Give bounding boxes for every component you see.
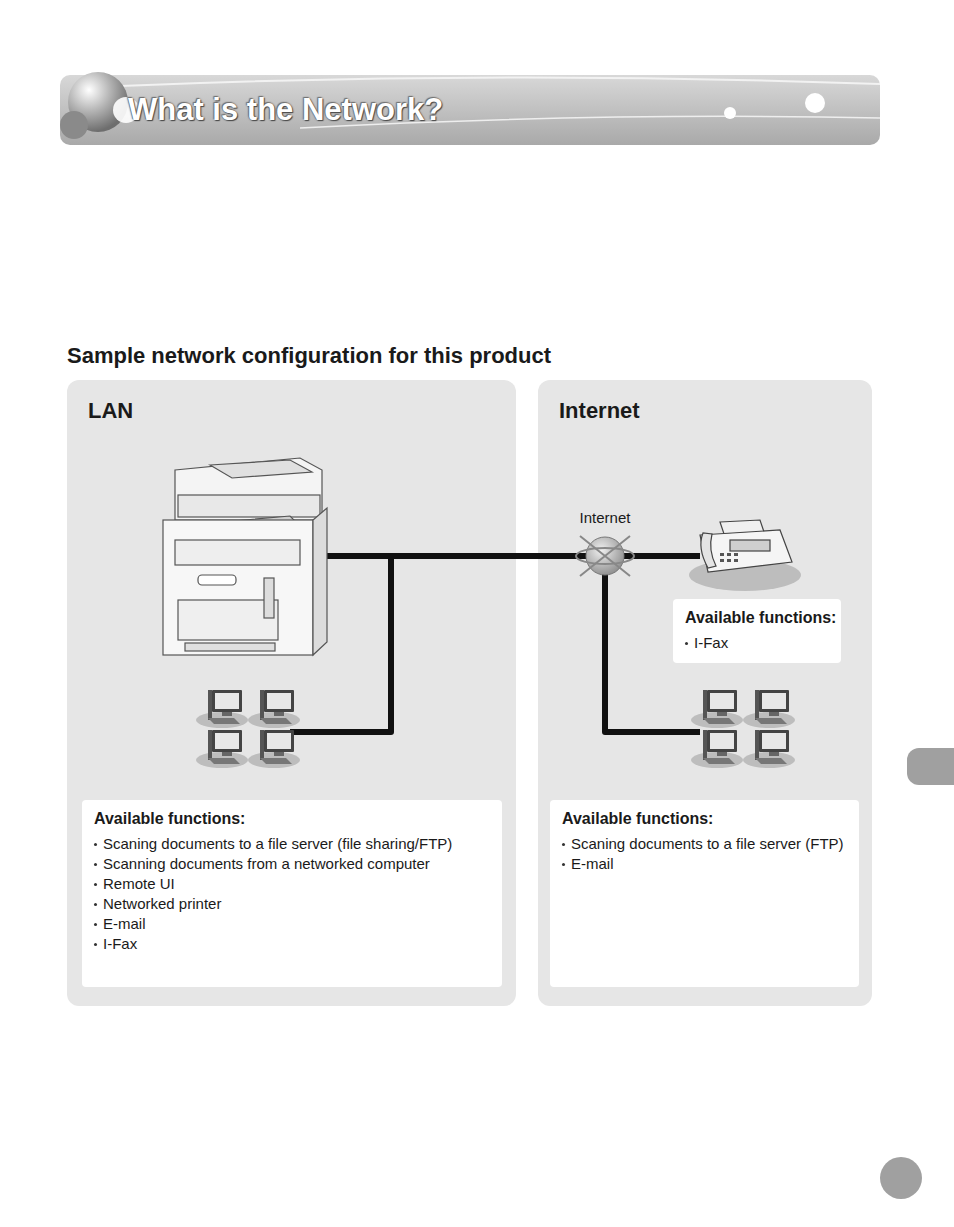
bullet-dot	[685, 642, 688, 645]
printer-illustration	[163, 458, 327, 655]
panel-heading: Internet	[559, 398, 640, 424]
function-text: Remote UI	[103, 875, 175, 892]
functions-box: Available functions: Scaning documents to…	[550, 800, 859, 987]
page-number-circle	[880, 1157, 922, 1199]
function-item: Remote UI	[94, 874, 492, 894]
function-text: E-mail	[103, 915, 146, 932]
function-text: Scanning documents from a networked comp…	[103, 855, 430, 872]
functions-box: Available functions: I-Fax	[673, 599, 841, 663]
function-item: E-mail	[562, 854, 849, 874]
functions-heading: Available functions:	[685, 607, 831, 629]
function-text: Networked printer	[103, 895, 221, 912]
fax-illustration	[689, 520, 801, 591]
bullet-dot	[94, 883, 97, 886]
function-item: I-Fax	[685, 633, 831, 653]
panel-heading: LAN	[88, 398, 133, 424]
globe-label-box: Internet	[565, 509, 645, 533]
globe-label: Internet	[565, 509, 645, 527]
bullet-dot	[94, 943, 97, 946]
function-text: I-Fax	[103, 935, 137, 952]
bullet-dot	[94, 863, 97, 866]
bullet-dot	[562, 863, 565, 866]
function-text: E-mail	[571, 855, 614, 872]
function-item: Scaning documents to a file server (FTP)	[562, 834, 849, 854]
function-text: Scaning documents to a file server (file…	[103, 835, 452, 852]
function-item: E-mail	[94, 914, 492, 934]
function-text: Scaning documents to a file server (FTP)	[571, 835, 844, 852]
functions-heading: Available functions:	[562, 808, 849, 830]
bullet-dot	[94, 923, 97, 926]
function-item: Scaning documents to a file server (file…	[94, 834, 492, 854]
function-item: Scanning documents from a networked comp…	[94, 854, 492, 874]
bullet-dot	[94, 843, 97, 846]
side-tab	[907, 748, 954, 785]
internet-globe	[576, 536, 634, 576]
function-item: I-Fax	[94, 934, 492, 954]
function-item: Networked printer	[94, 894, 492, 914]
functions-box: Available functions: Scaning documents to…	[82, 800, 502, 987]
bullet-dot	[562, 843, 565, 846]
network-panel: LAN Available functions: Scaning documents…	[67, 380, 516, 1006]
function-text: I-Fax	[694, 634, 728, 651]
network-wire	[290, 556, 700, 732]
network-panel: InternetInternetAvailable functions:I-Fa…	[538, 380, 872, 1006]
section-heading: Sample network configuration for this pr…	[67, 343, 551, 369]
page-title: What is the Network?	[128, 92, 443, 128]
functions-heading: Available functions:	[94, 808, 492, 830]
bullet-dot	[94, 903, 97, 906]
computer-icons	[196, 690, 795, 768]
